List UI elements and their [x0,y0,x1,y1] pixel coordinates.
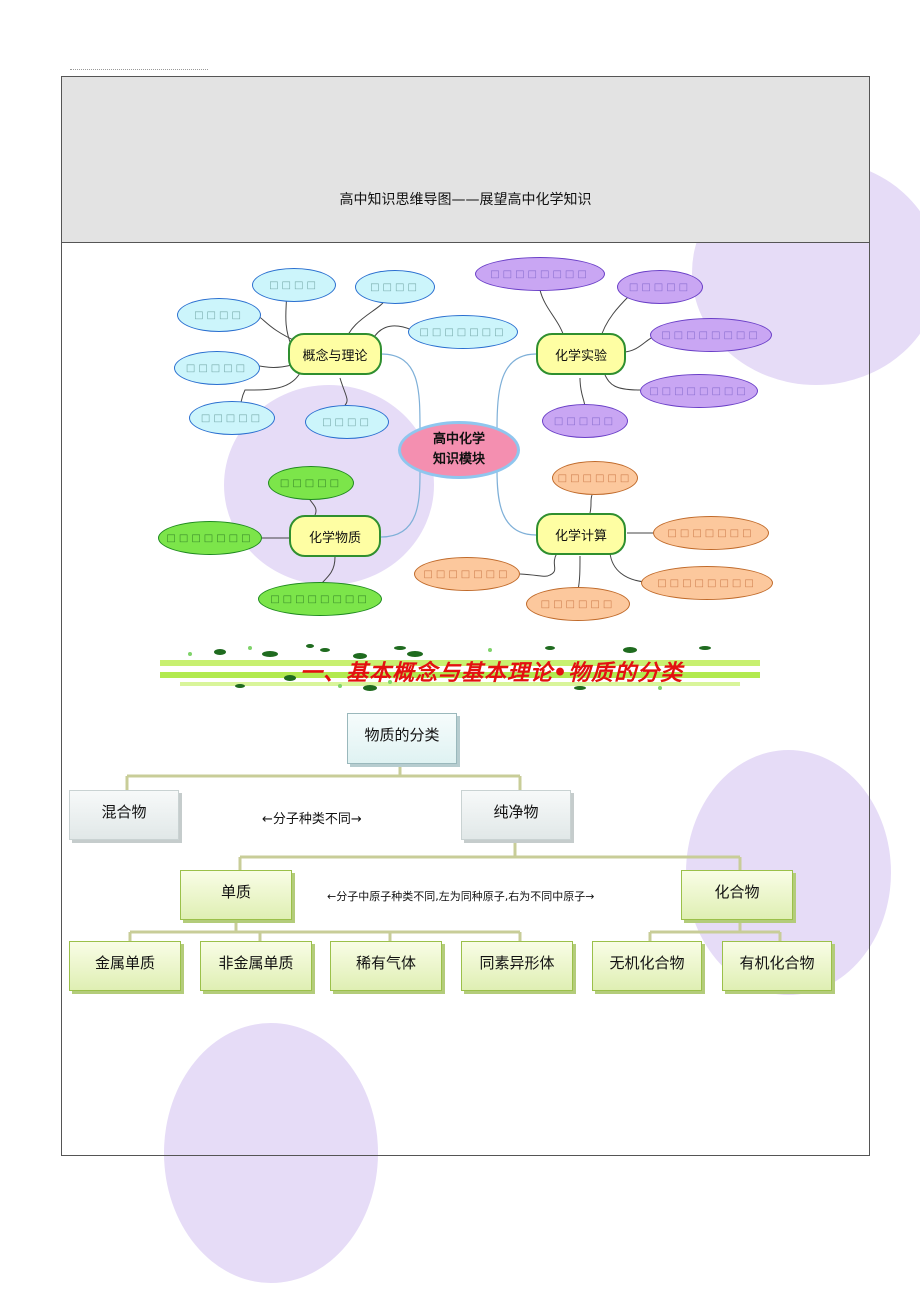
cloud-placeholder-text: □□□□□□□ [667,527,755,539]
section-banner-decoration [160,644,760,691]
leaf-nonmetal-element: 非金属单质 [200,941,312,991]
cloud-concept-2: □□□□ [355,270,435,304]
cloud-placeholder-text: □□□□□□□ [423,568,511,580]
branch-concepts-theory: 概念与理论 [288,333,382,375]
center-line-1: 高中化学 [432,432,485,447]
cloud-placeholder-text: □□□□□□□ [419,326,507,338]
note-atom-type: ←分子中原子种类不同,左为同种原子,右为不同中原子→ [327,890,595,903]
cloud-placeholder-text: □□□□□ [553,415,617,427]
mindmap-center-node: 高中化学 知识模块 [398,421,520,479]
note-molecule-type: ←分子种类不同→ [262,812,362,827]
cloud-placeholder-text: □□□□ [194,309,244,321]
branch-chemical-experiment: 化学实验 [536,333,626,375]
cloud-placeholder-text: □□□□□ [200,412,264,424]
leaf-inorganic-compound: 无机化合物 [592,941,702,991]
cloud-placeholder-text: □□□□□□□□ [661,329,761,341]
cloud-calc-4: □□□□□□□□ [641,566,773,600]
cloud-concept-3: □□□□ [177,298,261,332]
section-heading: 一、基本概念与基本理论•物质的分类 [300,660,684,686]
cloud-placeholder-text: □□□□□ [279,477,343,489]
leaf-allotrope: 同素异形体 [461,941,573,991]
cloud-placeholder-text: □□□□□□□ [166,532,254,544]
cloud-experiment-5: □□□□□ [542,404,628,438]
cloud-concept-7: □□□□ [305,405,389,439]
cloud-placeholder-text: □□□□□□ [540,598,616,610]
page-title: 高中知识思维导图——展望高中化学知识 [339,192,592,208]
cloud-placeholder-text: □□□□□ [628,281,692,293]
page-frame [61,76,870,1156]
node-pure-substance: 纯净物 [461,790,571,840]
cloud-placeholder-text: □□□□ [269,279,319,291]
cloud-concept-5: □□□□□ [174,351,260,385]
cloud-placeholder-text: □□□□ [322,416,372,428]
cloud-placeholder-text: □□□□□□□□ [657,577,757,589]
cloud-concept-4: □□□□□□□ [408,315,518,349]
branch-chemical-calculation: 化学计算 [536,513,626,555]
cloud-experiment-3: □□□□□□□□ [650,318,772,352]
cloud-substance-3: □□□□□□□□ [258,582,382,616]
node-element: 单质 [180,870,292,920]
cloud-calc-1: □□□□□□ [552,461,638,495]
leaf-organic-compound: 有机化合物 [722,941,832,991]
cloud-placeholder-text: □□□□□ [185,362,249,374]
root-substance-classification: 物质的分类 [347,713,457,764]
cloud-placeholder-text: □□□□□□□□ [649,385,749,397]
cloud-placeholder-text: □□□□□□□□ [490,268,590,280]
decorative-circle-bottom [164,1023,378,1283]
leaf-metal-element: 金属单质 [69,941,181,991]
cloud-concept-6: □□□□□ [189,401,275,435]
cloud-placeholder-text: □□□□□□ [557,472,633,484]
top-dotted-rule [70,69,208,70]
cloud-placeholder-text: □□□□ [370,281,420,293]
node-mixture: 混合物 [69,790,179,840]
cloud-concept-1: □□□□ [252,268,336,302]
cloud-placeholder-text: □□□□□□□□ [270,593,370,605]
leaf-noble-gas: 稀有气体 [330,941,442,991]
classification-connectors [125,764,782,942]
cloud-experiment-1: □□□□□□□□ [475,257,605,291]
header-panel: 高中知识思维导图——展望高中化学知识 [62,77,869,243]
cloud-calc-3: □□□□□□□ [414,557,520,591]
center-line-2: 知识模块 [432,452,485,467]
cloud-experiment-4: □□□□□□□□ [640,374,758,408]
node-compound: 化合物 [681,870,793,920]
cloud-substance-1: □□□□□ [268,466,354,500]
cloud-calc-5: □□□□□□ [526,587,630,621]
cloud-substance-2: □□□□□□□ [158,521,262,555]
branch-chemical-substance: 化学物质 [289,515,381,557]
cloud-calc-2: □□□□□□□ [653,516,769,550]
cloud-experiment-2: □□□□□ [617,270,703,304]
